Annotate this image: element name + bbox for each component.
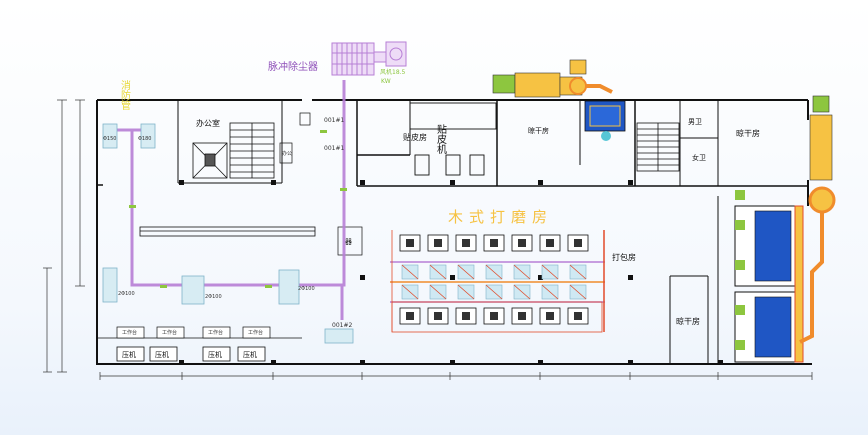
pipe-c-label: 2Φ100 <box>298 286 315 292</box>
packing-room-label: 打包房 <box>612 252 636 262</box>
exhaust-unit-top <box>492 59 626 141</box>
hood-damper-1-2 <box>457 284 475 300</box>
hood-damper-0-1 <box>429 264 447 280</box>
compressor-label-4: 压机 <box>243 350 257 359</box>
hood-damper-1-0 <box>401 284 419 300</box>
compressor-label-3: 压机 <box>208 350 222 359</box>
tool-label-2: 工作台 <box>162 329 177 336</box>
bond-room-label: 贴皮房 <box>403 132 427 142</box>
workstation-machine-0-1 <box>434 239 442 247</box>
tag-001-1: 001#1 <box>324 117 344 124</box>
dust-collector <box>331 41 407 76</box>
workstation-machine-0-0 <box>406 239 414 247</box>
compressor-units <box>116 346 266 362</box>
pipe-150-label: Φ150 <box>103 136 116 142</box>
office-tag: 办公 <box>282 150 292 157</box>
drying-room-label: 晾干房 <box>528 126 549 135</box>
tool-label-3: 工作台 <box>208 329 223 336</box>
dust-duct-network <box>110 80 346 320</box>
workbenches <box>116 326 271 339</box>
female-wc-label: 女卫 <box>692 153 706 162</box>
workstation-machine-0-6 <box>574 239 582 247</box>
male-wc-label: 男卫 <box>688 118 702 126</box>
right-equipment <box>734 95 836 363</box>
workstation-machine-1-5 <box>546 312 554 320</box>
hood-damper-0-3 <box>485 264 503 280</box>
pipe-a-label: 2Φ100 <box>118 291 135 297</box>
wood-packing-label: 木式打磨房 <box>448 208 553 226</box>
workstation-machine-1-0 <box>406 312 414 320</box>
drying-room-2-label: 晾干房 <box>736 128 760 138</box>
pipe-b-label: 2Φ100 <box>205 294 222 300</box>
workstation-machine-1-2 <box>462 312 470 320</box>
workstation-machine-0-2 <box>462 239 470 247</box>
hood-damper-0-5 <box>541 264 559 280</box>
workstation-machine-1-4 <box>518 312 526 320</box>
pipe-180-label: Φ180 <box>138 136 151 142</box>
hood-damper-0-2 <box>457 264 475 280</box>
small-box-label: 器 <box>345 238 352 246</box>
workstation-machine-0-3 <box>490 239 498 247</box>
hood-damper-1-4 <box>513 284 531 300</box>
duct-hoods <box>102 123 354 344</box>
hood-damper-0-6 <box>569 264 587 280</box>
bond-machine-label: 贴皮机 <box>435 123 447 155</box>
left-dimension-lines <box>43 99 85 373</box>
workstation-machine-0-4 <box>518 239 526 247</box>
hood-damper-1-1 <box>429 284 447 300</box>
dust-collector-label: 脉冲除尘器 <box>268 60 318 73</box>
fan-kw-label: KW <box>381 78 391 85</box>
hood-damper-0-4 <box>513 264 531 280</box>
workstation-machine-1-6 <box>574 312 582 320</box>
compressor-label-2: 压机 <box>155 350 169 359</box>
elevator <box>192 142 228 179</box>
hood-damper-1-3 <box>485 284 503 300</box>
office-equipment <box>279 112 363 256</box>
duct-valves <box>129 130 347 288</box>
fan-label: 风机18.5 <box>380 68 406 76</box>
long-bench <box>139 226 316 237</box>
tag-001-3: 001#2 <box>332 322 352 329</box>
hood-damper-0-0 <box>401 264 419 280</box>
structural-columns <box>179 180 723 365</box>
packing-workstations <box>390 230 605 333</box>
tool-label-1: 工作台 <box>122 329 137 336</box>
tag-001-2: 001#1 <box>324 145 344 152</box>
fire-pipe-label: 消防管 <box>119 79 131 111</box>
workstation-grid <box>399 234 589 325</box>
stair-right <box>636 122 680 172</box>
stair-office <box>229 122 275 179</box>
tool-label-4: 工作台 <box>248 329 263 336</box>
workstation-machine-1-3 <box>490 312 498 320</box>
hood-damper-1-6 <box>569 284 587 300</box>
office-label: 办公室 <box>196 118 220 128</box>
compressor-label-1: 压机 <box>122 350 136 359</box>
drying-room-3-label: 晾干房 <box>676 316 700 326</box>
workstation-machine-1-1 <box>434 312 442 320</box>
bonding-machine <box>409 102 497 176</box>
workstation-machine-0-5 <box>546 239 554 247</box>
hood-damper-1-5 <box>541 284 559 300</box>
bottom-dimension-lines <box>99 372 813 380</box>
building-walls <box>96 99 812 365</box>
